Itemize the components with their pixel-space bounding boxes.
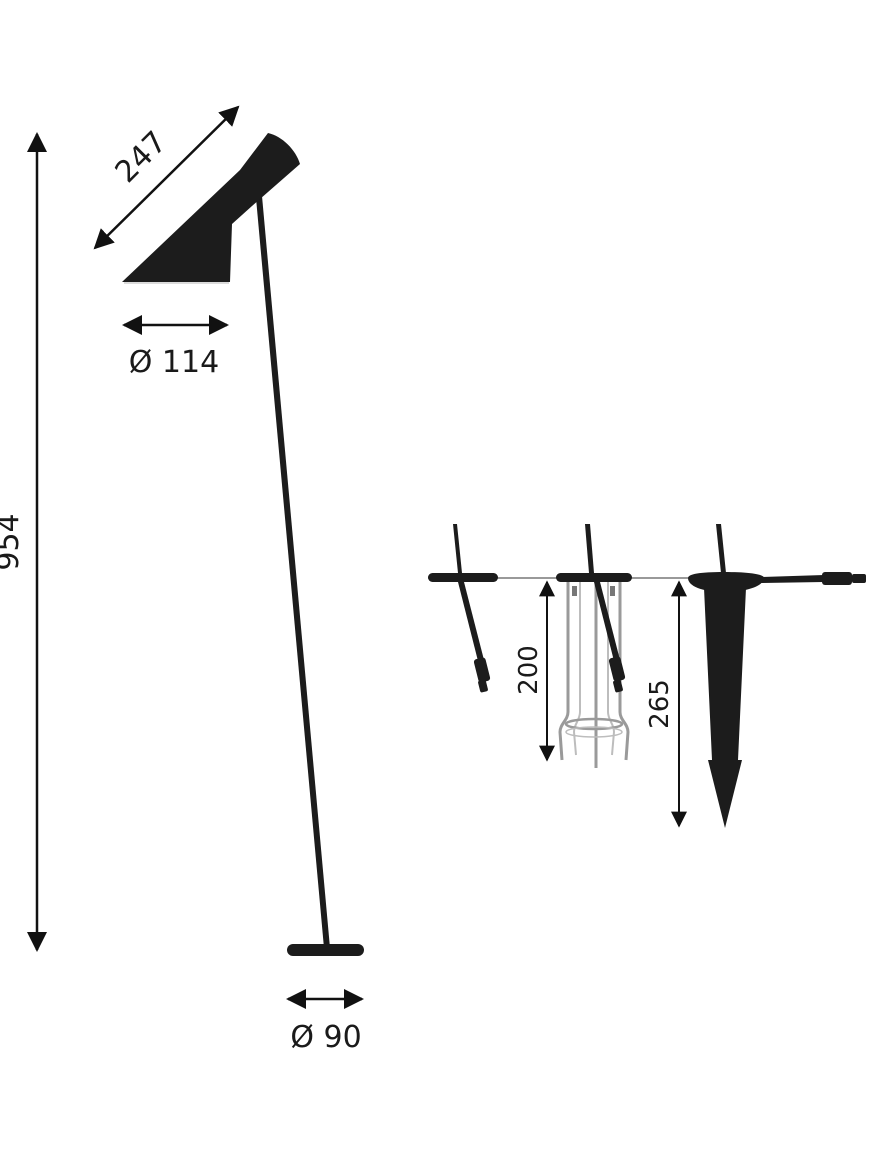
floor-lamp bbox=[122, 133, 364, 956]
shade-length-arrow bbox=[93, 105, 240, 250]
height-label: 954 bbox=[0, 513, 26, 570]
lamp-stem bbox=[256, 196, 330, 948]
mount-base-plate bbox=[428, 524, 498, 693]
base-diameter-label: Ø 90 bbox=[290, 1020, 361, 1055]
shade-diameter-label: Ø 114 bbox=[129, 345, 219, 380]
base-plate bbox=[287, 944, 364, 956]
mount-ground-spike bbox=[688, 524, 866, 828]
spike-depth-label: 265 bbox=[645, 679, 675, 729]
socket-depth-label: 200 bbox=[514, 645, 544, 695]
mount-ground-socket bbox=[556, 524, 632, 768]
